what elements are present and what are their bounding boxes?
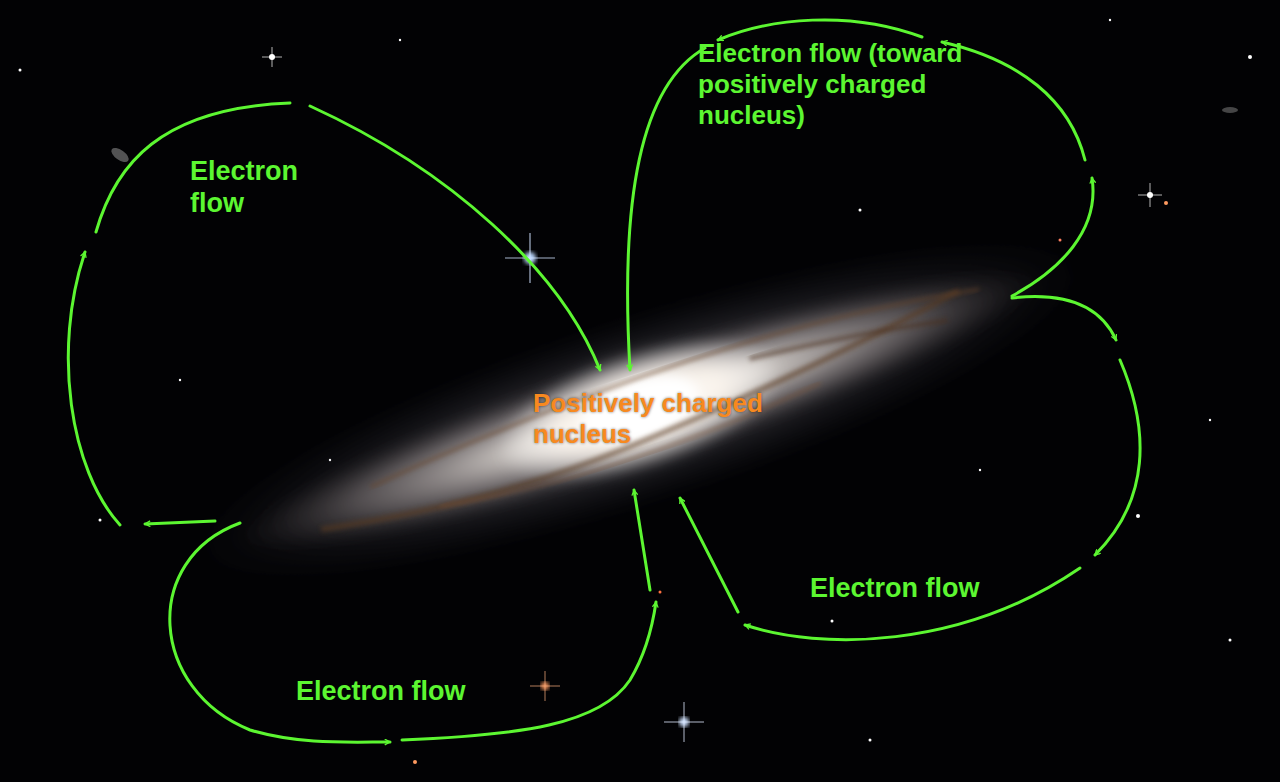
flow-label: Electron flow bbox=[296, 675, 536, 707]
nucleus-label: Positively charged nucleus bbox=[533, 388, 833, 450]
spiral-galaxy bbox=[164, 174, 1117, 645]
flow-label: Electron flow bbox=[190, 155, 340, 220]
flow-label: Electron flow bbox=[810, 572, 1050, 604]
electron-flow-arrows bbox=[68, 20, 1140, 742]
flow-label: Electron flow (toward positively charged… bbox=[698, 38, 988, 132]
background-stars bbox=[19, 19, 1253, 764]
